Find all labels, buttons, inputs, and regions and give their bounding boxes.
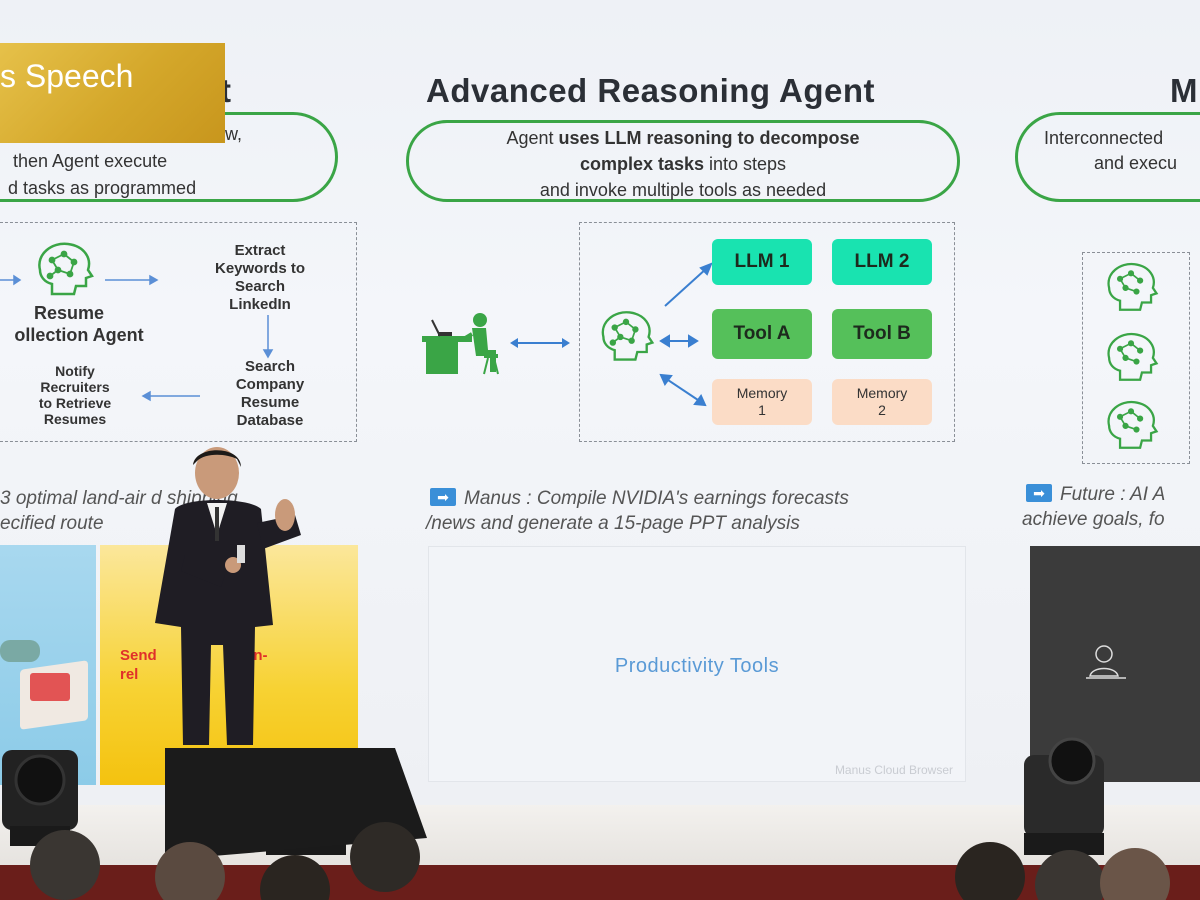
step-notify-line: Notify [55, 363, 95, 379]
audience-head [1100, 848, 1170, 900]
double-arrow-icon [510, 338, 570, 348]
fan-out-arrows [659, 262, 713, 407]
middle-example-line: /news and generate a 15-page PPT analysi… [426, 513, 800, 534]
left-desc-line: then Agent execute [13, 151, 168, 171]
tool-a-box: Tool A [712, 309, 812, 359]
speaker-figure [155, 447, 301, 745]
middle-example-line: ➡ Manus : Compile NVIDIA's earnings forec… [430, 486, 849, 511]
audience-head [350, 822, 420, 892]
right-example-line: ➡ Future : AI A [1026, 482, 1165, 507]
memory-label: Memory [736, 385, 788, 401]
left-example-line: ecified route [0, 513, 104, 534]
productivity-screen: Productivity Tools Manus Cloud Browser [428, 546, 966, 782]
left-desc-line: d tasks as programmed [8, 178, 197, 198]
audience-head [155, 842, 225, 900]
right-section-title: M [1170, 72, 1198, 109]
llm-1-box: LLM 1 [712, 239, 812, 285]
middle-architecture-box [579, 222, 955, 442]
left-robot-image [0, 545, 96, 785]
memory-2-box: Memory 2 [832, 379, 932, 425]
image-text: rel [120, 666, 139, 683]
left-workflow-box [0, 222, 357, 442]
arrow-right-icon: ➡ [1026, 484, 1052, 502]
agent-label-line: ollection Agent [14, 325, 144, 345]
memory-number: 1 [758, 402, 766, 418]
audience-head [30, 830, 100, 900]
middle-section-title: Advanced Reasoning Agent [426, 72, 876, 109]
step-search-line: Company [235, 376, 305, 393]
stage-light-left [2, 750, 78, 846]
middle-description-pill: Agent uses LLM reasoning to decompose co… [406, 120, 960, 202]
llm-2-box: LLM 2 [832, 239, 932, 285]
speech-caption-overlay: s Speech [0, 43, 225, 143]
step-notify-line: Resumes [43, 411, 107, 427]
agent-label-line: Resume [33, 303, 105, 323]
step-extract-line: Keywords to [214, 260, 305, 277]
desc-plain: into steps [704, 154, 787, 174]
step-extract-line: Extract [234, 242, 286, 259]
desc-bold: uses LLM reasoning to decompose [558, 128, 860, 148]
brain-icon [1107, 332, 1159, 381]
brain-icon [1107, 400, 1159, 449]
right-desc-line: Interconnected [1044, 128, 1164, 148]
step-extract-line: LinkedIn [229, 296, 291, 313]
middle-desc-line3: and invoke multiple tools as needed [539, 180, 827, 200]
left-section-title: t [220, 72, 232, 109]
audience-head [955, 842, 1025, 900]
step-search-line: Search [244, 358, 296, 375]
productivity-label: Productivity Tools [614, 655, 780, 677]
left-example-line: 3 optimal land-air d shipping [0, 488, 238, 509]
example-text: Future : AI A [1060, 484, 1166, 505]
tool-b-box: Tool B [832, 309, 932, 359]
step-notify-line: to Retrieve [38, 395, 112, 411]
memory-label: Memory [856, 385, 908, 401]
image-text: Send [120, 647, 157, 664]
desc-bold: complex tasks [579, 154, 705, 174]
middle-desc-line2: complex tasks into steps [409, 151, 957, 177]
step-search-line: Database [236, 412, 304, 429]
memory-1-box: Memory 1 [712, 379, 812, 425]
right-description-pill: Interconnected and execu [1015, 112, 1200, 202]
example-text: Manus : Compile NVIDIA's earnings foreca… [464, 488, 849, 509]
right-example-line: achieve goals, fo [1022, 509, 1165, 530]
stage-light-right [1024, 737, 1104, 855]
right-agents-box [1082, 252, 1190, 464]
brain-icon [38, 242, 94, 296]
middle-desc-line1: Agent uses LLM reasoning to decompose [409, 125, 957, 151]
audience-head [1035, 850, 1105, 900]
step-search-line: Resume [240, 394, 300, 411]
right-desc-line: and execu [1094, 153, 1178, 173]
person-outline-icon [1086, 645, 1126, 679]
brain-icon [601, 311, 655, 361]
screen-caption: Manus Cloud Browser [834, 763, 953, 777]
workflow-arrows [0, 274, 274, 402]
arrow-right-icon: ➡ [430, 488, 456, 506]
step-notify-line: Recruiters [40, 379, 110, 395]
step-extract-line: Search [234, 278, 286, 295]
person-at-desk-icon [422, 313, 499, 375]
memory-number: 2 [878, 402, 886, 418]
brain-icon [1107, 262, 1159, 311]
desc-plain: Agent [506, 128, 559, 148]
